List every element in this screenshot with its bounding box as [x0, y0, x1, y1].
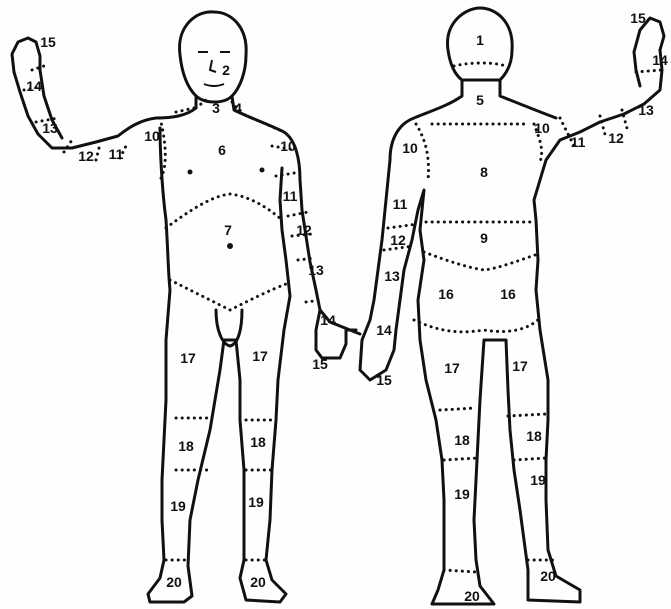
front-region-boundaries [24, 66, 322, 560]
back-label-18-knee-r: 18 [526, 428, 542, 444]
back-figure [360, 8, 664, 604]
front-navel [227, 243, 233, 249]
back-label-5-neck: 5 [476, 92, 484, 108]
front-label-11-upper-arm: 11 [109, 146, 124, 162]
front-label-15-fingers-r: 15 [312, 356, 328, 372]
front-head-outline [180, 12, 247, 102]
front-label-14-hand: 14 [26, 78, 42, 94]
front-label-2-face: 2 [222, 62, 230, 78]
front-body-outline [14, 70, 360, 602]
front-label-3-neck: 3 [212, 100, 220, 116]
front-label-6-chest: 6 [218, 142, 226, 158]
front-label-18-knee-l: 18 [178, 438, 194, 454]
back-label-19-leg-r: 19 [530, 472, 546, 488]
front-label-10-shoulder: 10 [144, 128, 160, 144]
back-label-13-forearm-l: 13 [384, 268, 400, 284]
back-label-12-elbow-r: 12 [608, 130, 624, 146]
back-label-18-knee-l: 18 [454, 432, 470, 448]
front-region-labels: 15 14 13 12 11 10 2 3 4 6 10 11 12 13 7 … [26, 34, 336, 590]
back-label-11-upper-arm-r: 11 [571, 134, 586, 150]
back-label-14-hand-l: 14 [376, 322, 392, 338]
front-label-19-leg-r: 19 [248, 494, 264, 510]
front-label-11-upper-arm-r: 11 [283, 188, 298, 204]
front-label-4-neck: 4 [234, 100, 242, 116]
front-label-14-hand-r: 14 [320, 312, 336, 328]
front-label-12-elbow-r: 12 [296, 222, 312, 238]
back-label-19-leg-l: 19 [454, 486, 470, 502]
back-label-11-upper-arm-l: 11 [393, 196, 408, 212]
back-label-17-thigh-r: 17 [512, 358, 528, 374]
front-raised-arm-outline [12, 38, 40, 72]
back-label-15-fingers-r: 15 [630, 10, 646, 26]
front-label-10-shoulder-r: 10 [280, 138, 296, 154]
front-label-20-foot-r: 20 [250, 574, 266, 590]
back-label-9-lower-back: 9 [480, 230, 488, 246]
back-label-10-shoulder-l: 10 [402, 140, 418, 156]
back-label-20-foot-r: 20 [540, 568, 556, 584]
back-label-16-buttock-r: 16 [500, 286, 516, 302]
front-nipple-right [260, 168, 265, 173]
back-label-8-upper-back: 8 [480, 164, 488, 180]
front-label-17-thigh-r: 17 [252, 348, 268, 364]
front-label-12-elbow: 12 [78, 148, 94, 164]
back-label-17-thigh-l: 17 [444, 360, 460, 376]
back-label-13-forearm-r: 13 [638, 102, 654, 118]
back-label-14-hand-r: 14 [652, 52, 668, 68]
front-nipple-left [188, 170, 193, 175]
front-label-15-hand: 15 [40, 34, 56, 50]
front-label-7-abdomen: 7 [224, 222, 232, 238]
front-label-20-foot-l: 20 [166, 574, 182, 590]
front-figure [12, 12, 360, 602]
front-label-17-thigh-l: 17 [180, 350, 196, 366]
front-label-13-forearm-r: 13 [308, 262, 324, 278]
front-label-18-knee-r: 18 [250, 434, 266, 450]
back-label-10-shoulder-r: 10 [534, 120, 550, 136]
front-label-13-forearm: 13 [42, 120, 58, 136]
front-label-19-leg-l: 19 [170, 498, 186, 514]
back-label-1-head: 1 [476, 32, 484, 48]
back-label-16-buttock-l: 16 [438, 286, 454, 302]
back-label-20-foot-l: 20 [464, 588, 480, 604]
back-label-12-elbow-l: 12 [390, 232, 406, 248]
back-label-15-fingers-l: 15 [376, 372, 392, 388]
